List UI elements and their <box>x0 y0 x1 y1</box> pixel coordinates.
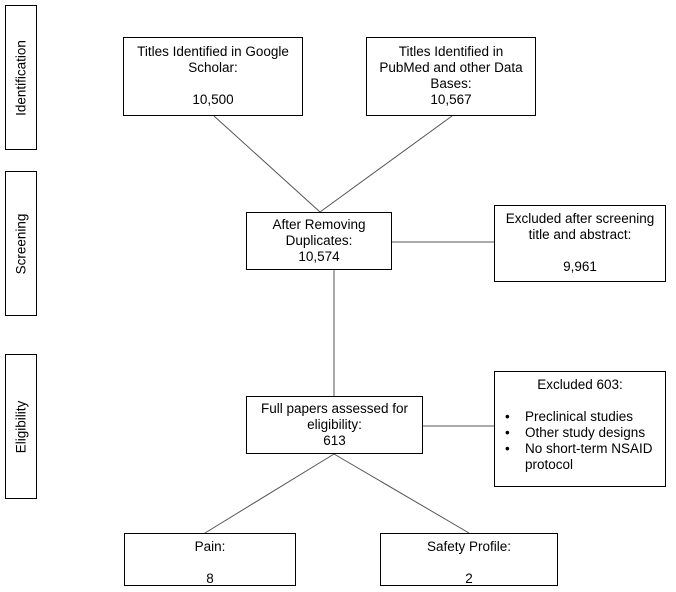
stage-identification: Identification <box>5 5 37 150</box>
box-excluded-screening: Excluded after screening title and abstr… <box>494 205 666 282</box>
exclusion-reason-item: No short-term NSAID protocol <box>495 441 665 473</box>
box-pubmed-title-line3: Bases: <box>430 76 472 91</box>
box-safety-count: 2 <box>465 571 473 586</box>
box-google-scholar-title-line1: Titles Identified in Google <box>137 44 289 59</box>
box-google-scholar: Titles Identified in Google Scholar: 10,… <box>123 37 303 116</box>
box-excluded-eligibility-title: Excluded 603: <box>537 377 623 392</box>
box-excluded-screening-count: 9,961 <box>563 259 597 274</box>
stage-eligibility-label: Eligibility <box>13 400 29 453</box>
box-duplicates: After Removing Duplicates: 10,574 <box>246 212 392 270</box>
stage-screening-label: Screening <box>13 213 29 274</box>
box-google-scholar-title-line2: Scholar: <box>188 60 238 75</box>
connector-google-to-duplicates <box>213 115 321 213</box>
box-pubmed-title-line2: PubMed and other Data <box>379 60 523 75</box>
connector-pubmed-to-duplicates <box>319 115 453 213</box>
box-pubmed-count: 10,567 <box>430 92 472 107</box>
exclusion-reason-item: Other study designs <box>495 425 665 441</box>
box-duplicates-count: 10,574 <box>298 249 340 264</box>
box-pubmed: Titles Identified in PubMed and other Da… <box>366 37 536 116</box>
box-google-scholar-count: 10,500 <box>192 92 234 107</box>
exclusion-reason-item: Preclinical studies <box>495 409 665 425</box>
exclusion-reasons-list: Preclinical studies Other study designs … <box>495 409 665 473</box>
stage-screening: Screening <box>5 171 37 316</box>
box-safety: Safety Profile: 2 <box>380 533 558 586</box>
box-pain-title: Pain: <box>194 539 226 554</box>
stage-eligibility: Eligibility <box>5 354 37 499</box>
stage-identification-label: Identification <box>13 39 29 116</box>
box-pubmed-title-line1: Titles Identified in <box>398 44 504 59</box>
connector-fullpapers-to-pain <box>204 453 335 534</box>
box-excluded-eligibility: Excluded 603: Preclinical studies Other … <box>494 371 666 487</box>
box-full-papers-count: 613 <box>323 433 346 448</box>
box-duplicates-title-line2: Duplicates: <box>285 233 353 248</box>
box-pain: Pain: 8 <box>124 533 296 586</box>
box-duplicates-title-line1: After Removing <box>272 217 366 232</box>
box-pain-count: 8 <box>206 571 214 586</box>
box-full-papers-title-line2: eligibility: <box>307 417 362 432</box>
connector-fullpapers-to-safety <box>333 453 470 534</box>
box-full-papers: Full papers assessed for eligibility: 61… <box>246 396 423 454</box>
box-safety-title: Safety Profile: <box>426 539 512 554</box>
box-excluded-screening-title-line1: Excluded after screening <box>505 211 655 226</box>
box-full-papers-title-line1: Full papers assessed for <box>260 401 409 416</box>
box-excluded-screening-title-line2: title and abstract: <box>528 227 632 242</box>
